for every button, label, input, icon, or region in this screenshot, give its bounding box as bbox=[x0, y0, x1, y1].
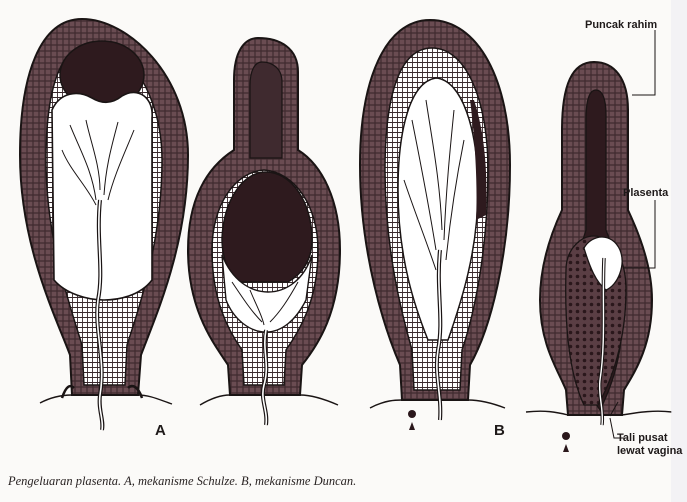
label-a: A bbox=[155, 424, 166, 437]
uterus-a1 bbox=[20, 19, 188, 430]
annotation-placenta: Plasenta bbox=[623, 187, 668, 200]
uterus-a2 bbox=[188, 38, 340, 425]
annotation-cord: Tali pusat lewat vagina bbox=[617, 432, 683, 458]
leader-fundus bbox=[632, 30, 655, 95]
uterus-b2 bbox=[526, 62, 672, 452]
annotation-fundus: Puncak rahim bbox=[585, 19, 657, 32]
uterus-b1 bbox=[360, 20, 510, 430]
label-b: B bbox=[494, 424, 505, 437]
figure-caption: Pengeluaran plasenta. A, mekanisme Schul… bbox=[8, 474, 356, 489]
